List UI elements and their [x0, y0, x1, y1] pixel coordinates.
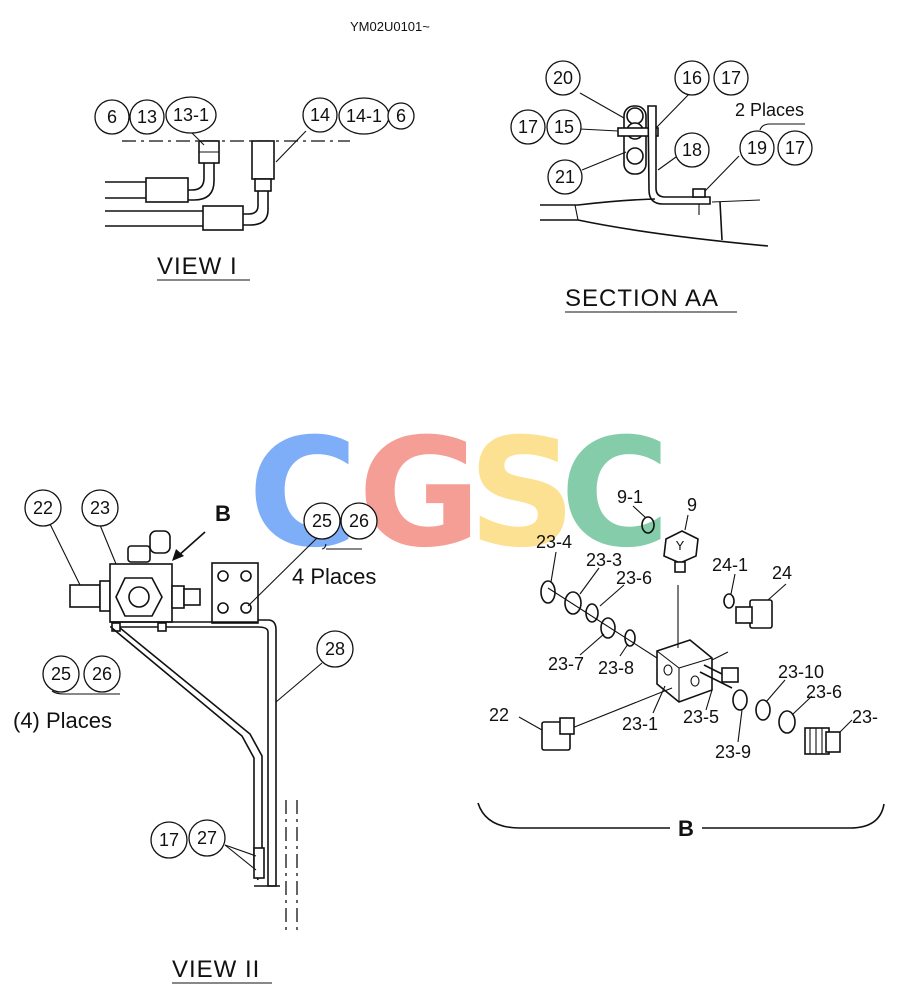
section-aa-drawing [540, 89, 805, 247]
watermark-letter: C [248, 407, 358, 581]
svg-text:22: 22 [33, 498, 53, 518]
section-aa-callouts: 20 16 17 17 15 18 19 17 21 [510, 60, 813, 195]
callout-bubble: 13-1 [165, 96, 217, 134]
svg-text:13: 13 [137, 107, 157, 127]
svg-text:6: 6 [396, 106, 406, 126]
callout-bubble: 17 [777, 130, 813, 166]
callout-bubble: 18 [674, 132, 710, 168]
svg-text:20: 20 [553, 68, 573, 88]
callout-bubble: 14 [302, 97, 338, 133]
callout-bubble: 14-1 [338, 97, 390, 135]
callout-bubble: 20 [545, 60, 581, 96]
detail-b-title: B [678, 816, 694, 841]
svg-text:17: 17 [721, 68, 741, 88]
part-label: 23-10 [778, 662, 824, 682]
part-label: 23-9 [715, 742, 751, 762]
callout-bubble: 21 [547, 159, 583, 195]
view-1-callouts: 6 13 13-1 14 14-1 6 [94, 96, 415, 135]
callout-bubble: 26 [83, 655, 121, 693]
svg-text:28: 28 [325, 639, 345, 659]
view-2-title: VIEW II [172, 956, 260, 983]
svg-text:19: 19 [747, 138, 767, 158]
svg-text:17: 17 [785, 138, 805, 158]
part-label: 24-1 [712, 555, 748, 575]
drawing-code: YM02U0101~ [350, 19, 430, 34]
callout-bubble: 6 [94, 99, 130, 135]
svg-text:26: 26 [349, 511, 369, 531]
note-two-places: 2 Places [735, 100, 804, 120]
detail-b-drawing: Y [477, 505, 885, 829]
svg-text:14-1: 14-1 [346, 106, 382, 126]
view-1-title: VIEW I [157, 253, 238, 280]
svg-text:17: 17 [518, 117, 538, 137]
view-2-pointer-b: B [215, 501, 231, 526]
svg-text:14: 14 [310, 105, 330, 125]
part-label: 24 [772, 563, 792, 583]
note-four-places-paren: (4) Places [13, 708, 112, 733]
svg-text:26: 26 [92, 664, 112, 684]
callout-bubble: 13 [129, 99, 165, 135]
part-label: 23- [852, 707, 878, 727]
part-label: 23-7 [548, 654, 584, 674]
part-label: 22 [489, 705, 509, 725]
callout-bubble: 28 [316, 630, 354, 668]
view-2-callouts: 22 23 25 26 25 26 28 17 27 [24, 489, 378, 859]
watermark-letter: G [358, 407, 481, 581]
part-label: 9 [687, 495, 697, 515]
svg-text:21: 21 [555, 167, 575, 187]
callout-bubble: 26 [340, 502, 378, 540]
part-label: 23-6 [806, 682, 842, 702]
svg-text:25: 25 [312, 511, 332, 531]
svg-text:Y: Y [676, 538, 685, 553]
callout-bubble: 6 [387, 102, 415, 130]
callout-bubble: 27 [188, 819, 226, 857]
part-label: 9-1 [617, 487, 643, 507]
svg-text:18: 18 [682, 140, 702, 160]
svg-text:6: 6 [107, 107, 117, 127]
view-1-drawing [105, 128, 350, 231]
callout-bubble: 15 [546, 109, 582, 145]
section-aa-title: SECTION AA [565, 285, 719, 312]
svg-text:25: 25 [51, 664, 71, 684]
callout-bubble: 17 [150, 821, 188, 859]
view-2-drawing [49, 523, 362, 930]
callout-bubble: 25 [42, 655, 80, 693]
callout-bubble: 17 [713, 60, 749, 96]
callout-bubble: 22 [24, 489, 62, 527]
svg-text:13-1: 13-1 [173, 105, 209, 125]
note-four-places: 4 Places [292, 564, 376, 589]
callout-bubble: 19 [739, 130, 775, 166]
callout-bubble: 23 [81, 489, 119, 527]
svg-text:16: 16 [682, 68, 702, 88]
callout-bubble: 17 [510, 109, 546, 145]
watermark-letter: S [468, 407, 576, 581]
part-label: 23-1 [622, 714, 658, 734]
callout-bubble: 25 [303, 502, 341, 540]
detail-b-labels: 9-1 9 23-4 23-3 23-6 24-1 24 23-7 23-8 2… [489, 487, 878, 762]
callout-bubble: 16 [674, 60, 710, 96]
part-label: 23-3 [586, 550, 622, 570]
part-label: 23-5 [683, 707, 719, 727]
svg-text:23: 23 [90, 498, 110, 518]
watermark-letter: C [560, 407, 670, 581]
svg-text:17: 17 [159, 830, 179, 850]
part-label: 23-8 [598, 658, 634, 678]
svg-text:15: 15 [554, 117, 574, 137]
svg-text:27: 27 [197, 828, 217, 848]
part-label: 23-6 [616, 568, 652, 588]
part-label: 23-4 [536, 532, 572, 552]
